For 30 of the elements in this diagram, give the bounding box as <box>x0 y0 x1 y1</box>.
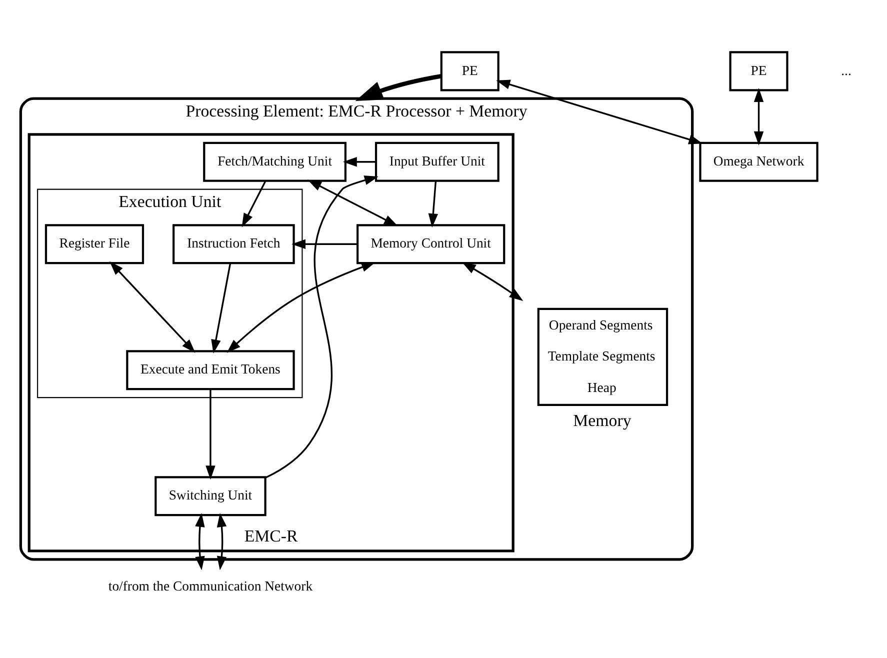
arrow <box>496 80 703 144</box>
node-box: Memory Control Unit <box>356 224 506 264</box>
arrow <box>211 263 232 354</box>
arrow <box>195 513 205 570</box>
node-box: PE <box>729 51 788 92</box>
node-box: Switching Unit <box>154 476 266 516</box>
arrow <box>428 181 438 228</box>
arrow <box>265 176 378 478</box>
arrow <box>242 180 266 228</box>
arrow <box>462 262 524 302</box>
arrow <box>110 261 196 353</box>
arrow <box>308 180 398 226</box>
arrow <box>355 74 442 101</box>
arrow <box>216 513 227 570</box>
node-box: Register File <box>44 224 144 264</box>
arrow <box>754 88 764 146</box>
node-box: Execute and Emit Tokens <box>126 350 295 390</box>
arrow <box>206 389 216 480</box>
node-box: Omega Network <box>699 142 818 182</box>
node-text: to/from the Communication Network <box>108 578 313 594</box>
node-box: PE <box>440 51 500 92</box>
node-box: Instruction Fetch <box>172 224 295 264</box>
node-box: Fetch/Matching Unit <box>203 142 346 182</box>
arrow <box>226 262 376 353</box>
node-box: Input Buffer Unit <box>374 142 500 182</box>
label: ... <box>841 62 852 78</box>
arrow <box>342 157 376 167</box>
node-box: Operand Segments Template Segments Heap <box>537 308 668 406</box>
arrow <box>292 239 358 249</box>
node-label: Memory <box>573 410 632 430</box>
